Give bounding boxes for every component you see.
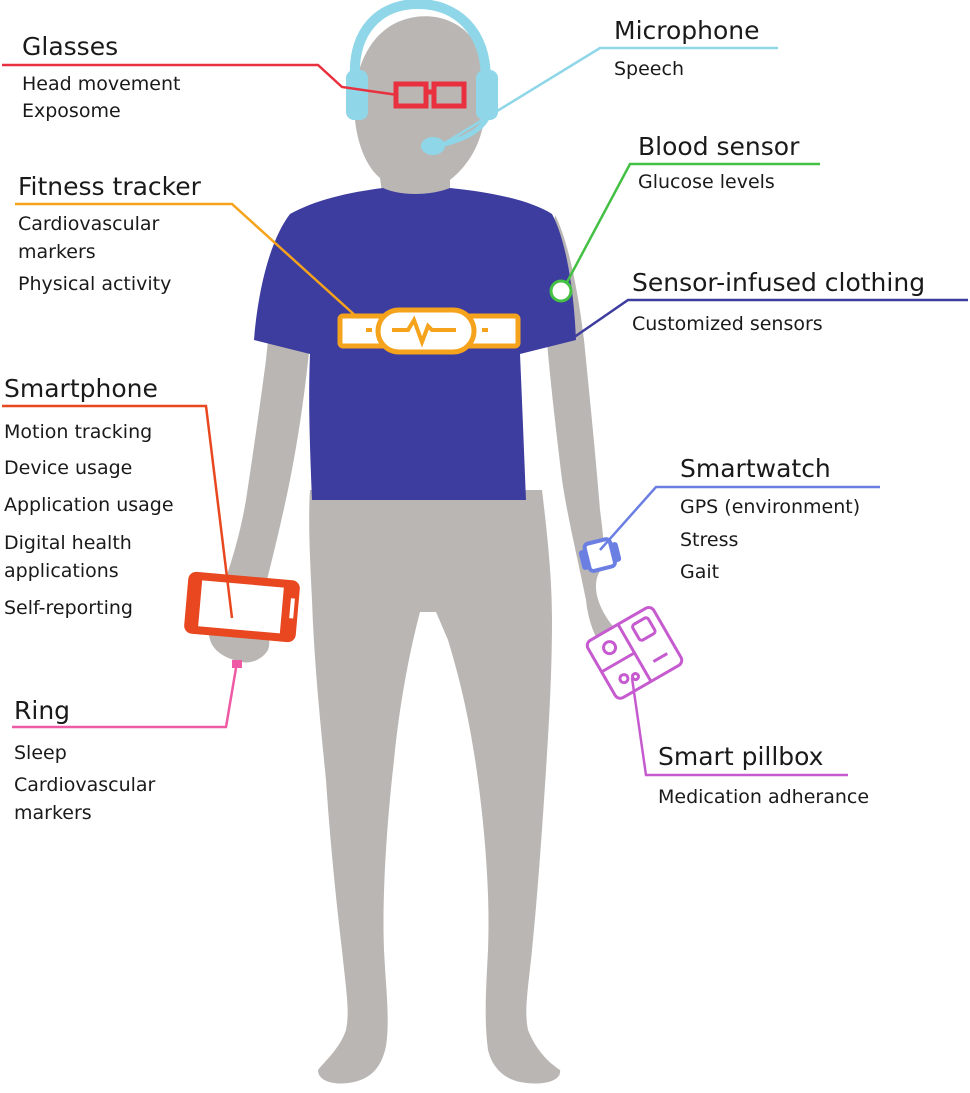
ring-title: Ring xyxy=(14,696,71,725)
pillbox-item-1: Medication adherance xyxy=(658,786,870,808)
smartwatch-item-1: GPS (environment) xyxy=(680,496,861,518)
smartwatch-leader xyxy=(599,485,880,551)
glasses-item-2: Exposome xyxy=(22,100,121,122)
smartphone-leader xyxy=(2,404,234,619)
smartphone-item-6: Self-reporting xyxy=(4,597,133,619)
glasses-item-1: Head movement xyxy=(22,73,181,95)
ring-item-2: Cardiovascular xyxy=(14,774,156,796)
blood-sensor-title: Blood sensor xyxy=(638,132,800,161)
fitness-tracker-item-1: Cardiovascular xyxy=(18,213,160,235)
ring-icon xyxy=(232,660,242,668)
smartwatch-item-2: Stress xyxy=(680,529,739,551)
sensor-clothing-leader xyxy=(569,298,968,342)
smartwatch-icon xyxy=(578,537,622,573)
ring-leader xyxy=(12,667,238,729)
pillbox-leader xyxy=(630,677,848,777)
fitness-tracker-item-2: markers xyxy=(18,241,96,263)
microphone-leader xyxy=(439,46,778,148)
smartphone-item-2: Device usage xyxy=(4,457,133,479)
blood-sensor-leader xyxy=(564,162,820,285)
pillbox-icon xyxy=(585,605,684,700)
microphone-item-1: Speech xyxy=(614,58,684,80)
smartphone-icon xyxy=(184,571,300,643)
blood-sensor-icon xyxy=(549,279,573,303)
glasses-title: Glasses xyxy=(22,32,119,61)
smartphone-item-4: Digital health xyxy=(4,532,132,554)
glasses-leader xyxy=(2,63,399,97)
fitness-tracker-icon xyxy=(337,307,521,355)
pillbox-title: Smart pillbox xyxy=(658,742,824,771)
ring-item-3: markers xyxy=(14,802,92,824)
fitness-tracker-item-3: Physical activity xyxy=(18,273,172,295)
smartphone-title: Smartphone xyxy=(4,374,158,403)
smartwatch-item-3: Gait xyxy=(680,561,720,583)
smartphone-item-5: applications xyxy=(4,560,119,582)
blood-sensor-item-1: Glucose levels xyxy=(638,171,775,193)
sensor-clothing-item-1: Customized sensors xyxy=(632,313,823,335)
fitness-tracker-leader xyxy=(15,202,359,319)
ring-item-1: Sleep xyxy=(14,742,67,764)
smartphone-item-1: Motion tracking xyxy=(4,421,153,443)
human-body xyxy=(208,16,640,1084)
microphone-title: Microphone xyxy=(614,16,760,45)
smartphone-item-3: Application usage xyxy=(4,494,174,516)
sensor-clothing-title: Sensor-infused clothing xyxy=(632,268,926,297)
smartwatch-title: Smartwatch xyxy=(680,454,831,483)
leader-lines xyxy=(2,46,968,777)
fitness-tracker-title: Fitness tracker xyxy=(18,172,201,201)
